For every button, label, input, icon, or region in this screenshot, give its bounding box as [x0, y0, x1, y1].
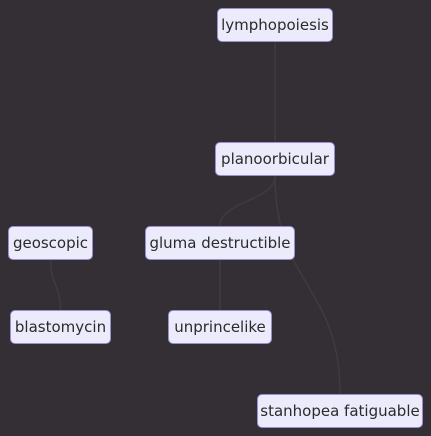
edge-n2-n7 [274, 175, 341, 395]
node-gluma-destructible[interactable]: gluma destructible [145, 226, 295, 260]
node-stanhopea-fatiguable[interactable]: stanhopea fatiguable [257, 394, 423, 428]
edge-n2-n4 [219, 175, 276, 227]
node-planoorbicular[interactable]: planoorbicular [215, 142, 335, 176]
node-unprincelike[interactable]: unprincelike [168, 310, 272, 344]
node-lymphopoiesis[interactable]: lymphopoiesis [217, 8, 333, 42]
edge-n3-n5 [49, 259, 62, 311]
node-geoscopic[interactable]: geoscopic [8, 226, 93, 260]
node-blastomycin[interactable]: blastomycin [10, 310, 111, 344]
